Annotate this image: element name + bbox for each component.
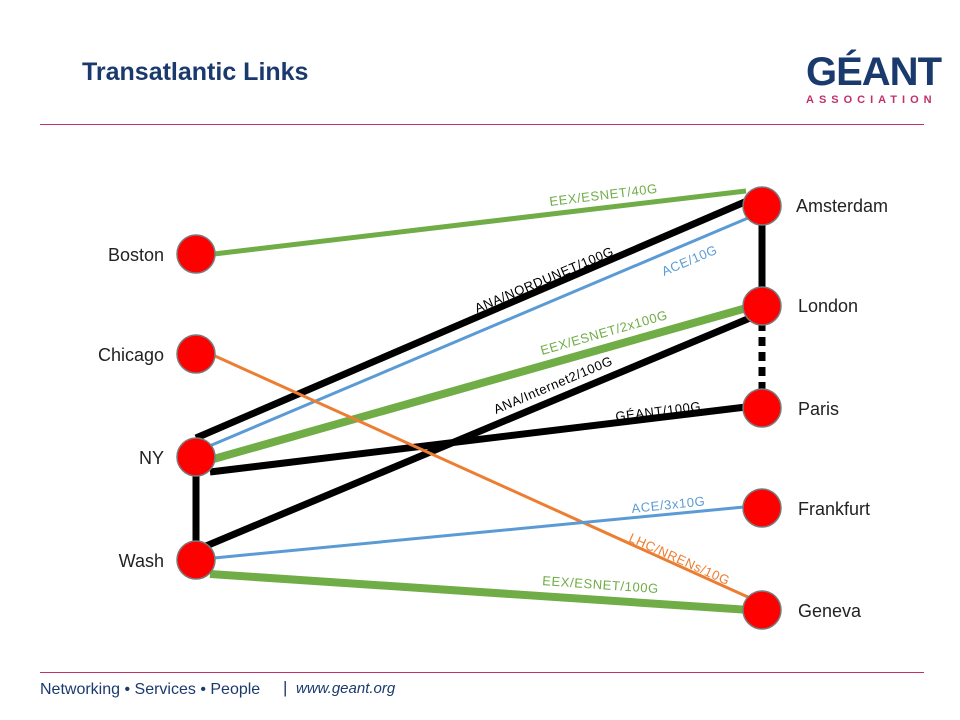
- link-chicago-geneva-lhc: [214, 354, 751, 600]
- footer-url-link[interactable]: www.geant.org: [296, 680, 396, 697]
- node-amsterdam[interactable]: [742, 186, 782, 226]
- node-boston[interactable]: [176, 234, 216, 274]
- node-paris[interactable]: [742, 388, 782, 428]
- node-frankfurt[interactable]: [742, 488, 782, 528]
- city-label-boston: Boston: [108, 245, 164, 265]
- link-wash-frankfurt-ace: [213, 505, 745, 560]
- link-wash-geneva-eex: [209, 570, 751, 614]
- label-ace-10g: ACE/10G: [659, 242, 719, 279]
- city-label-ny: NY: [139, 448, 164, 468]
- link-ny-amsterdam-ana: [194, 194, 756, 442]
- city-label-frankfurt: Frankfurt: [798, 499, 870, 519]
- label-eex-100g: EEX/ESNET/100G: [542, 573, 660, 596]
- link-ny-amsterdam-ace: [199, 216, 749, 452]
- city-label-chicago: Chicago: [98, 345, 164, 365]
- link-ny-paris-geant: [209, 403, 747, 476]
- city-label-amsterdam: Amsterdam: [796, 196, 888, 216]
- link-boston-amsterdam: [213, 188, 747, 257]
- node-ny[interactable]: [176, 437, 216, 477]
- node-wash[interactable]: [176, 540, 216, 580]
- logo-subtitle: ASSOCIATION: [806, 94, 937, 106]
- node-chicago[interactable]: [176, 334, 216, 374]
- link-wash-london-ana: [204, 314, 752, 550]
- city-label-london: London: [798, 296, 858, 316]
- header-divider: [40, 124, 924, 125]
- link-ny-london-eex: [208, 303, 752, 464]
- city-label-wash: Wash: [119, 551, 164, 571]
- node-geneva[interactable]: [742, 590, 782, 630]
- footer-tagline: Networking • Services • People: [40, 681, 261, 698]
- geant-logo: GÉANT ASSOCIATION: [806, 50, 942, 106]
- footer-separator: |: [283, 678, 288, 697]
- city-label-geneva: Geneva: [798, 601, 862, 621]
- city-label-paris: Paris: [798, 399, 839, 419]
- logo-wordmark: GÉANT: [806, 50, 942, 94]
- node-london[interactable]: [742, 286, 782, 326]
- footer-divider: [40, 672, 924, 673]
- page-title: Transatlantic Links: [82, 58, 309, 86]
